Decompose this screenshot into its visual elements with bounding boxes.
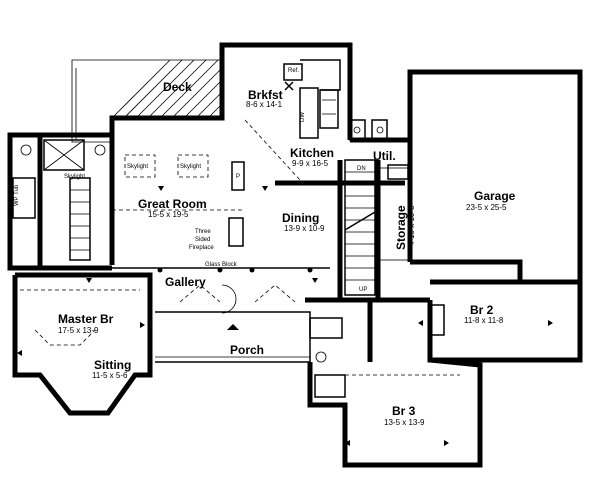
- room-dims-dining: 13-9 x 10-9: [284, 224, 325, 233]
- room-name-master-br: Master Br: [58, 312, 114, 326]
- master-bath-details: [12, 139, 106, 261]
- room-name-sitting: Sitting: [94, 358, 131, 372]
- gallery-details: [157, 267, 313, 330]
- opening-arrows: [17, 186, 553, 446]
- room-dims-storage: 4-10 x 10-8: [407, 205, 416, 246]
- room-name-br2: Br 2: [470, 303, 494, 317]
- room-name-br3: Br 3: [392, 404, 416, 418]
- label-glass-block: Glass Block: [205, 262, 238, 268]
- room-name-storage: Storage: [394, 205, 408, 250]
- room-dims-great-room: 15-5 x 19-5: [148, 210, 189, 219]
- room-name-kitchen: Kitchen: [290, 146, 334, 160]
- label-ref: Ref.: [288, 68, 299, 74]
- label-pantry: P: [236, 174, 240, 180]
- kitchen-details: [283, 59, 388, 141]
- room-name-gallery: Gallery: [165, 275, 206, 289]
- deck-area: [71, 59, 223, 143]
- great-room-details: [112, 119, 301, 247]
- label-fireplace-1: Three: [195, 229, 211, 235]
- label-dw: DW: [300, 112, 306, 122]
- label-skylight-1: Skylight: [127, 164, 148, 170]
- label-whirlpool: WP Tub: [14, 184, 20, 206]
- room-name-util: Util.: [373, 149, 396, 163]
- storage-util-details: [379, 164, 409, 261]
- label-dn: DN: [357, 166, 366, 172]
- room-dims-kitchen: 9-9 x 16-5: [292, 159, 329, 168]
- room-name-garage: Garage: [474, 189, 516, 203]
- stairs: [344, 159, 376, 296]
- bedroom-details: [20, 289, 460, 398]
- room-dims-br2: 11-8 x 11-8: [464, 316, 504, 325]
- label-skylight-2: Skylight: [180, 164, 201, 170]
- room-dims-garage: 23-5 x 25-5: [466, 203, 507, 212]
- room-name-great-room: Great Room: [138, 197, 207, 211]
- label-skylight-3: Skylight: [64, 174, 85, 180]
- room-dims-master-br: 17-5 x 13-9: [58, 326, 99, 335]
- room-dims-brkfst: 8-6 x 14-1: [246, 100, 283, 109]
- room-name-brkfst: Brkfst: [248, 88, 283, 102]
- room-name-deck: Deck: [163, 80, 192, 94]
- room-name-dining: Dining: [282, 211, 319, 225]
- label-fireplace-3: Fireplace: [189, 245, 214, 251]
- walls: [7, 42, 583, 468]
- room-name-porch: Porch: [230, 343, 264, 357]
- room-dims-br3: 13-5 x 13-9: [384, 418, 425, 427]
- label-fireplace-2: Sided: [195, 237, 210, 243]
- labels: Deck Brkfst 8-6 x 14-1 Ref. DW Kitchen 9…: [14, 68, 516, 427]
- room-dims-sitting: 11-5 x 5-6: [92, 371, 128, 380]
- label-up: UP: [359, 287, 367, 293]
